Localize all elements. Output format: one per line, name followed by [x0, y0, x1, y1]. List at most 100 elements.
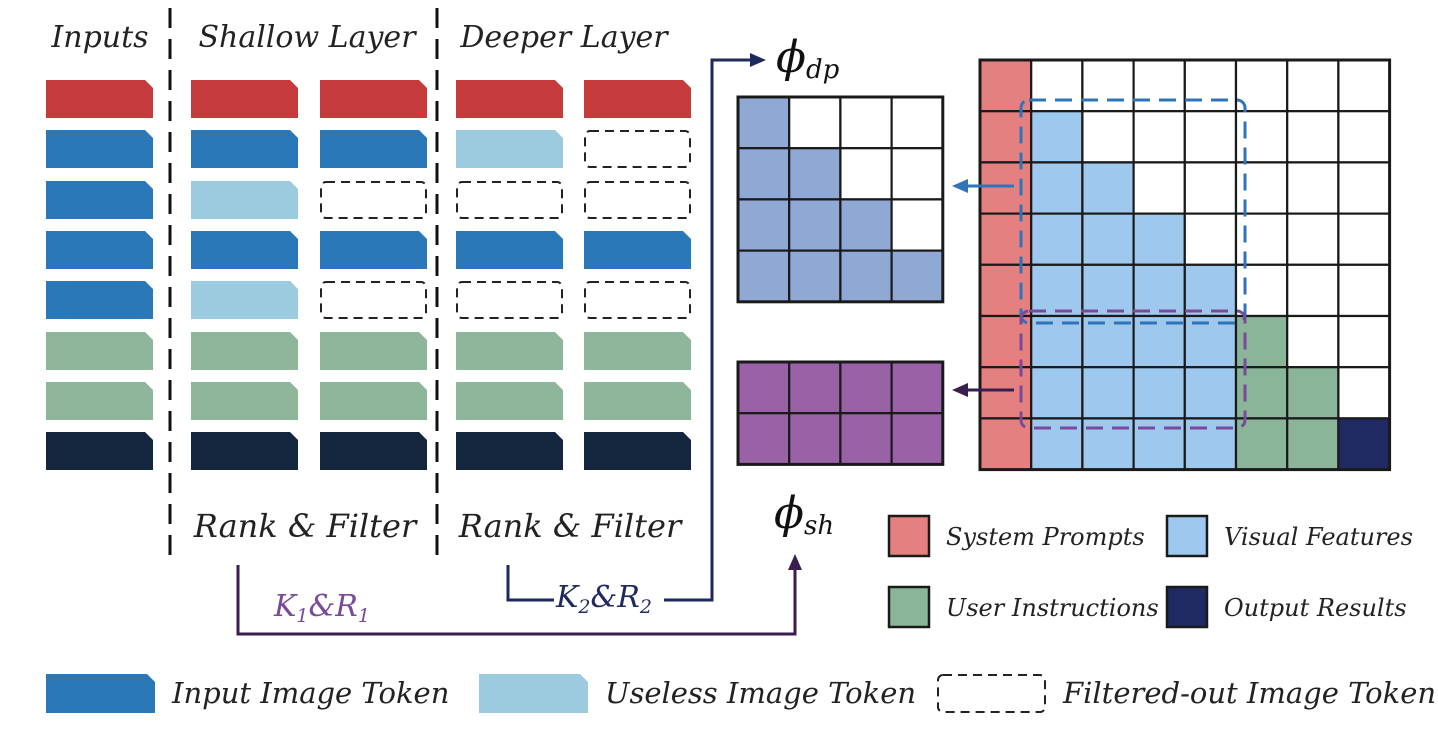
arrow-to-phi-dp-head	[952, 179, 968, 193]
attn-cell-empty-6-7	[1286, 314, 1340, 369]
token-shallow-a-useless-5	[191, 281, 298, 319]
legend-token-input-image-token	[46, 674, 155, 713]
attn-cell-visual-3-2	[1030, 161, 1084, 215]
token-shallow-b-system-1	[320, 80, 427, 118]
attn-cell-visual-7-2	[1030, 366, 1084, 420]
k2r2-connector-left	[506, 565, 554, 602]
token-deeper-a-image-4	[456, 231, 563, 269]
token-deeper-a-user-6	[456, 332, 563, 370]
attn-cell-system-3-1	[978, 161, 1033, 215]
phi-sh-symbol: ϕ	[774, 488, 804, 539]
token-shallow-a-output-8	[191, 432, 298, 470]
legend-text-input-image-token: Input Image Token	[171, 676, 449, 710]
header-shallow-layer: Shallow Layer	[198, 20, 417, 55]
token-shallow-b-image-2	[320, 130, 427, 168]
attn-cell-system-4-1	[978, 212, 1033, 266]
phi-dp-grid	[736, 95, 945, 304]
phi-dp-cell-1-4	[890, 95, 944, 150]
attn-cell-empty-5-8	[1337, 263, 1391, 318]
r1-symbol: R	[334, 589, 358, 624]
attn-cell-empty-1-5	[1183, 58, 1238, 113]
token-inputs-image-4	[46, 231, 153, 269]
token-shallow-b-filtered-3	[320, 181, 427, 219]
phi-sh-cell-1-1	[736, 360, 791, 415]
token-shallow-a-user-7	[191, 382, 298, 420]
attn-cell-empty-3-4	[1132, 161, 1186, 215]
token-inputs-image-2	[46, 130, 153, 168]
attn-cell-visual-8-5	[1183, 417, 1238, 471]
phi-dp-cell-4-2	[788, 249, 842, 303]
token-columns	[46, 80, 691, 470]
attn-cell-empty-1-4	[1132, 58, 1186, 113]
k1r1-label: K1&R1	[273, 589, 370, 627]
attn-cell-user-7-7	[1286, 366, 1340, 420]
phi-dp-cell-3-3	[839, 198, 893, 252]
attn-cell-empty-1-7	[1286, 58, 1340, 113]
token-inputs-system-1	[46, 80, 153, 118]
k2r2-arrowhead	[750, 53, 766, 67]
arrow-to-phi-sh-head	[952, 383, 968, 397]
legend-label-visual-features: Visual Features	[1224, 523, 1413, 551]
phi-dp-border	[736, 95, 945, 304]
token-deeper-b-filtered-2	[584, 130, 691, 168]
token-shallow-b-image-4	[320, 231, 427, 269]
token-deeper-a-filtered-3	[456, 181, 563, 219]
k1r1-amp: &	[309, 589, 336, 624]
phi-dp-cell-1-2	[788, 95, 842, 150]
k2r2-amp: &	[591, 580, 618, 615]
phi-dp-cell-2-4	[890, 147, 944, 201]
attn-cell-empty-6-8	[1337, 314, 1391, 369]
attn-cell-visual-4-4	[1132, 212, 1186, 266]
attn-cell-visual-3-3	[1081, 161, 1135, 215]
phi-dp-symbol: ϕ	[776, 32, 806, 83]
attn-cell-empty-1-3	[1081, 58, 1135, 113]
attn-cell-visual-5-5	[1183, 263, 1238, 318]
token-shallow-a-useless-3	[191, 181, 298, 219]
phi-dp-cell-3-2	[788, 198, 842, 252]
attn-cell-empty-3-7	[1286, 161, 1340, 215]
k2r2-label: K2&R2	[555, 580, 652, 618]
k2-symbol: K	[555, 580, 580, 615]
attn-cell-empty-1-8	[1337, 58, 1391, 113]
attn-cell-user-8-6	[1234, 417, 1289, 471]
legend-text-useless-image-token: Useless Image Token	[605, 676, 916, 710]
token-deeper-b-filtered-5	[584, 281, 691, 319]
attn-cell-visual-5-3	[1081, 263, 1135, 318]
phi-sh-grid	[736, 360, 945, 466]
attn-cell-empty-2-8	[1337, 110, 1391, 164]
token-shallow-a-system-1	[191, 80, 298, 118]
attn-cell-empty-1-2	[1030, 58, 1084, 113]
shallow-selection-box	[1019, 309, 1247, 430]
attn-cell-empty-2-4	[1132, 110, 1186, 164]
token-inputs-image-5	[46, 281, 153, 319]
k1-symbol: K	[273, 589, 298, 624]
phi-sh-cell-1-2	[788, 360, 842, 415]
phi-sh-cell-2-4	[890, 412, 944, 466]
k1r1-connector	[236, 565, 797, 636]
token-deeper-a-user-7	[456, 382, 563, 420]
token-shallow-b-user-6	[320, 332, 427, 370]
phi-dp-cell-2-2	[788, 147, 842, 201]
token-deeper-b-filtered-3	[584, 181, 691, 219]
attn-cell-visual-8-3	[1081, 417, 1135, 471]
attn-cell-system-7-1	[978, 366, 1033, 420]
attn-cell-visual-5-4	[1132, 263, 1186, 318]
r1-subscript: 1	[358, 605, 370, 627]
attn-cell-empty-2-7	[1286, 110, 1340, 164]
attn-cell-visual-4-2	[1030, 212, 1084, 266]
phi-dp-cell-2-1	[736, 147, 791, 201]
attn-cell-visual-8-2	[1030, 417, 1084, 471]
token-deeper-b-system-1	[584, 80, 691, 118]
token-inputs-user-6	[46, 332, 153, 370]
token-shallow-b-filtered-5	[320, 281, 427, 319]
token-inputs-user-7	[46, 382, 153, 420]
attn-cell-visual-7-3	[1081, 366, 1135, 420]
token-deeper-a-system-1	[456, 80, 563, 118]
attn-cell-visual-7-4	[1132, 366, 1186, 420]
token-shallow-b-output-8	[320, 432, 427, 470]
attn-cell-system-2-1	[978, 110, 1033, 164]
legend-text-filtered-out-image-token: Filtered-out Image Token	[1062, 676, 1436, 710]
attn-cell-empty-2-5	[1183, 110, 1238, 164]
phi-dp-label: ϕdp	[776, 32, 840, 85]
